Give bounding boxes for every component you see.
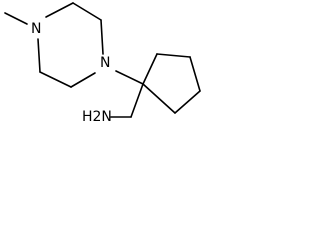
bond-c4-n1 <box>37 38 41 73</box>
atom-n1-label: N <box>31 21 41 37</box>
atom-n2-label: N <box>100 55 110 71</box>
bond-c5-c6 <box>156 53 191 58</box>
bond-c1-c2 <box>72 2 102 21</box>
bond-cq-c5 <box>142 53 158 85</box>
bond-c7-c8 <box>174 90 201 114</box>
atom-amine-label: H2N <box>82 109 112 123</box>
bond-c2-n2 <box>100 19 104 55</box>
bond-methyl-n1 <box>4 12 28 25</box>
bond-c8-cq <box>142 83 176 114</box>
bond-n2-c3 <box>70 72 96 88</box>
bond-n1-c1 <box>45 2 74 18</box>
bond-c6-c7 <box>189 56 201 92</box>
bond-c3-c4 <box>39 71 72 88</box>
chemical-structure: N N H2N <box>0 0 209 123</box>
bond-n2-cq <box>115 70 144 85</box>
molecule-drawing: N N H2N <box>4 2 201 123</box>
bond-cq-ch2 <box>130 83 144 118</box>
